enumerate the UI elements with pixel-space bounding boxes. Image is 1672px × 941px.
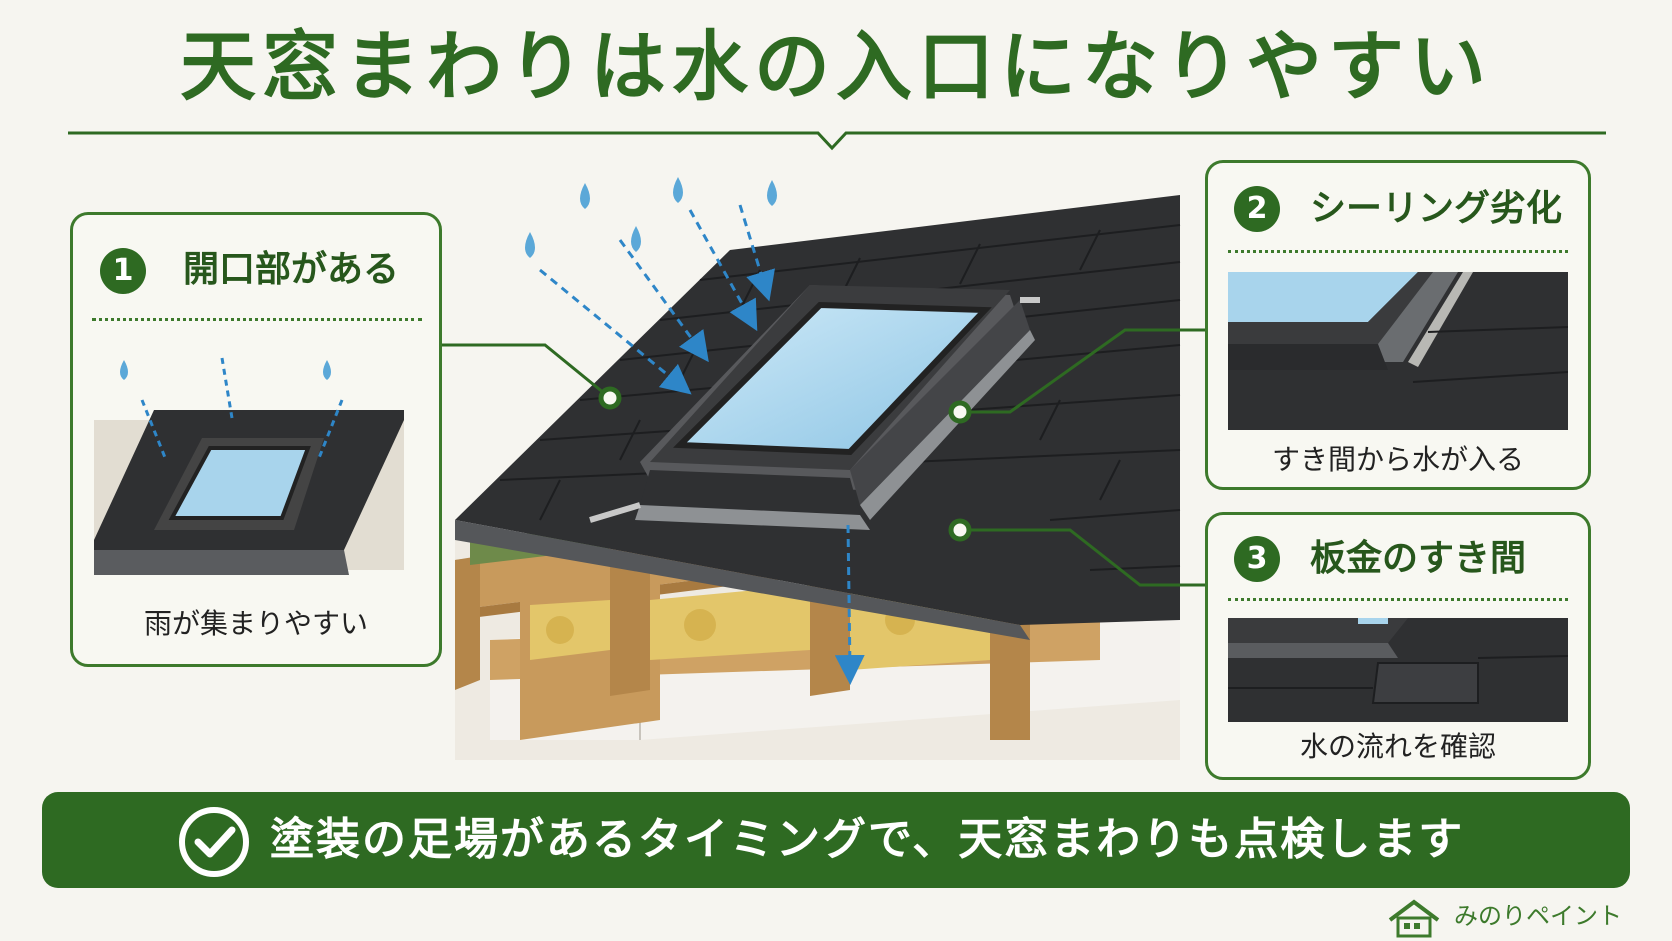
panel-1-divider [92, 318, 422, 321]
panel-1-caption: 雨が集まりやすい [143, 607, 368, 640]
panel-3-divider [1228, 598, 1568, 601]
panel-1-title: 開口部がある [183, 249, 400, 290]
panel-1-number-badge: 1 [100, 248, 146, 294]
title-underline [68, 131, 1606, 151]
callout-dots [598, 386, 972, 542]
panel-1-illustration [94, 357, 404, 575]
panel-3-caption: 水の流れを確認 [1299, 730, 1496, 763]
rain-arrows [539, 204, 865, 685]
callout-lines [440, 328, 1205, 587]
panel-3-title: 板金のすき間 [1310, 538, 1527, 579]
bottom-banner [42, 792, 1630, 888]
brand-name: みのりペイント [1454, 902, 1622, 930]
raindrop-icons [525, 177, 777, 258]
panel-3-illustration [1228, 618, 1568, 722]
panel-2-divider [1228, 250, 1568, 253]
panel-2-number-badge: 2 [1234, 186, 1280, 232]
panel-2-illustration [1228, 272, 1568, 430]
skylight [589, 285, 1040, 530]
page-title: 天窓まわりは水の入口になりやすい [180, 22, 1492, 111]
house-icon [1388, 899, 1440, 938]
panel-3-number-badge: 3 [1234, 536, 1280, 582]
panel-2-title: シーリング劣化 [1310, 188, 1563, 229]
check-circle-icon [179, 807, 249, 877]
panel-2-caption: すき間から水が入る [1271, 443, 1524, 476]
banner-text: 塗装の足場があるタイミングで、天窓まわりも点検します [270, 814, 1465, 865]
